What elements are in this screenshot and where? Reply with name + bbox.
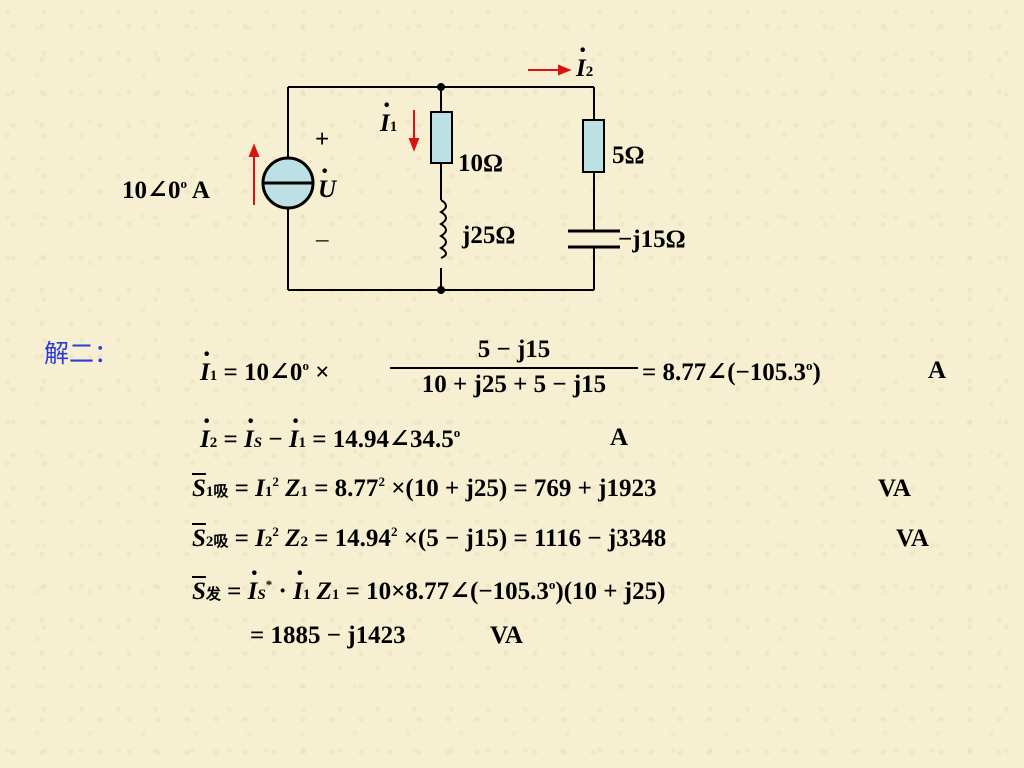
source-value-label: 10∠0o A bbox=[122, 176, 210, 204]
resistor-10-label: 10Ω bbox=[458, 150, 504, 177]
fraction-denominator: 10 + j25 + 5 − j15 bbox=[421, 371, 607, 398]
node-bottom bbox=[437, 286, 445, 294]
equation-3: S1吸 = I12 Z1 = 8.772 ×(10 + j25) = 769 +… bbox=[192, 474, 657, 502]
equation-2-unit: A bbox=[610, 424, 629, 451]
equation-1-fraction: 5 − j15 10 + j25 + 5 − j15 bbox=[390, 336, 638, 399]
capacitor-minus-j15 bbox=[568, 229, 620, 249]
equation-3-unit: VA bbox=[878, 475, 911, 502]
i1-label: I1 bbox=[380, 110, 397, 138]
inductor-j25 bbox=[439, 199, 447, 259]
equation-4: S2吸 = I22 Z2 = 14.942 ×(5 − j15) = 1116 … bbox=[192, 524, 667, 552]
resistor-10-ohm bbox=[430, 111, 453, 164]
inductor-label: j25Ω bbox=[462, 222, 516, 249]
equation-5-line2: = 1885 − j1423 bbox=[250, 622, 406, 649]
capacitor-label: −j15Ω bbox=[618, 226, 686, 253]
i2-label: I2 bbox=[576, 55, 593, 83]
solution-label: 解二： bbox=[44, 339, 120, 368]
equation-1: I1 = 10∠0o × bbox=[200, 357, 329, 387]
equation-4-unit: VA bbox=[896, 525, 929, 552]
equation-5-unit: VA bbox=[490, 622, 523, 649]
current-source-symbol bbox=[261, 156, 315, 210]
resistor-5-ohm bbox=[582, 119, 605, 173]
equation-1-unit: A bbox=[928, 357, 947, 384]
resistor-5-label: 5Ω bbox=[612, 142, 645, 169]
minus-sign: – bbox=[316, 226, 329, 253]
node-top bbox=[437, 83, 445, 91]
plus-sign: + bbox=[315, 126, 330, 153]
fraction-numerator: 5 − j15 bbox=[477, 336, 551, 363]
equation-2: I2 = IS − I1 = 14.94∠34.5o bbox=[200, 424, 460, 454]
voltage-label: U bbox=[318, 176, 336, 204]
equation-5: S发 = IS* · I1 Z1 = 10×8.77∠(−105.3o)(10 … bbox=[192, 576, 665, 606]
equation-1-result: = 8.77∠(−105.3o) bbox=[642, 358, 821, 386]
